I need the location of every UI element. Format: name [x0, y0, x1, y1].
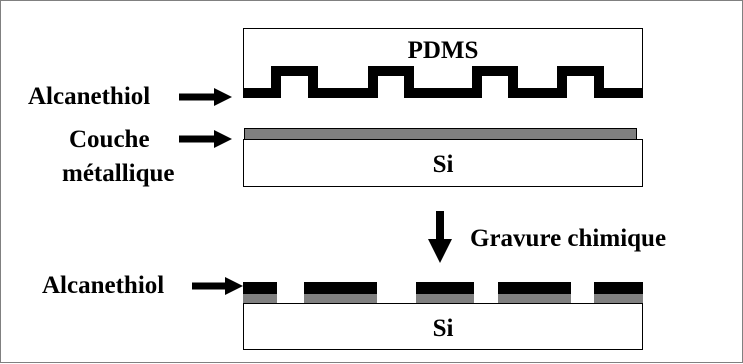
arrow-icon-alkanethiol-top: [179, 88, 232, 106]
gravure-label: Gravure chimique: [470, 225, 667, 252]
arrow-icon-couche: [179, 130, 232, 148]
down-arrow-icon: [428, 211, 452, 263]
alkanethiol-segment: [243, 282, 277, 294]
couche-label-line1: Couche: [69, 126, 150, 153]
si-label-top: Si: [432, 151, 454, 178]
couche-label-line2: métallique: [62, 160, 175, 187]
alkanethiol-label-bottom: Alcanethiol: [42, 272, 165, 299]
si-substrate-bottom: Si: [243, 303, 643, 350]
metal-segment: [243, 294, 277, 303]
metal-segment: [498, 294, 571, 303]
metal-segment: [304, 294, 377, 303]
si-substrate-top: Si: [243, 139, 643, 187]
alkanethiol-label-top: Alcanethiol: [28, 83, 151, 110]
alkanethiol-segment: [304, 282, 377, 294]
alkanethiol-segment: [416, 282, 474, 294]
alkanethiol-segment: [594, 282, 643, 294]
arrow-icon-alkanethiol-bottom: [192, 277, 243, 295]
si-label-bottom: Si: [432, 315, 454, 342]
alkanethiol-segment: [498, 282, 571, 294]
metal-segment: [416, 294, 474, 303]
metal-segment: [594, 294, 643, 303]
pdms-label: PDMS: [407, 37, 479, 64]
